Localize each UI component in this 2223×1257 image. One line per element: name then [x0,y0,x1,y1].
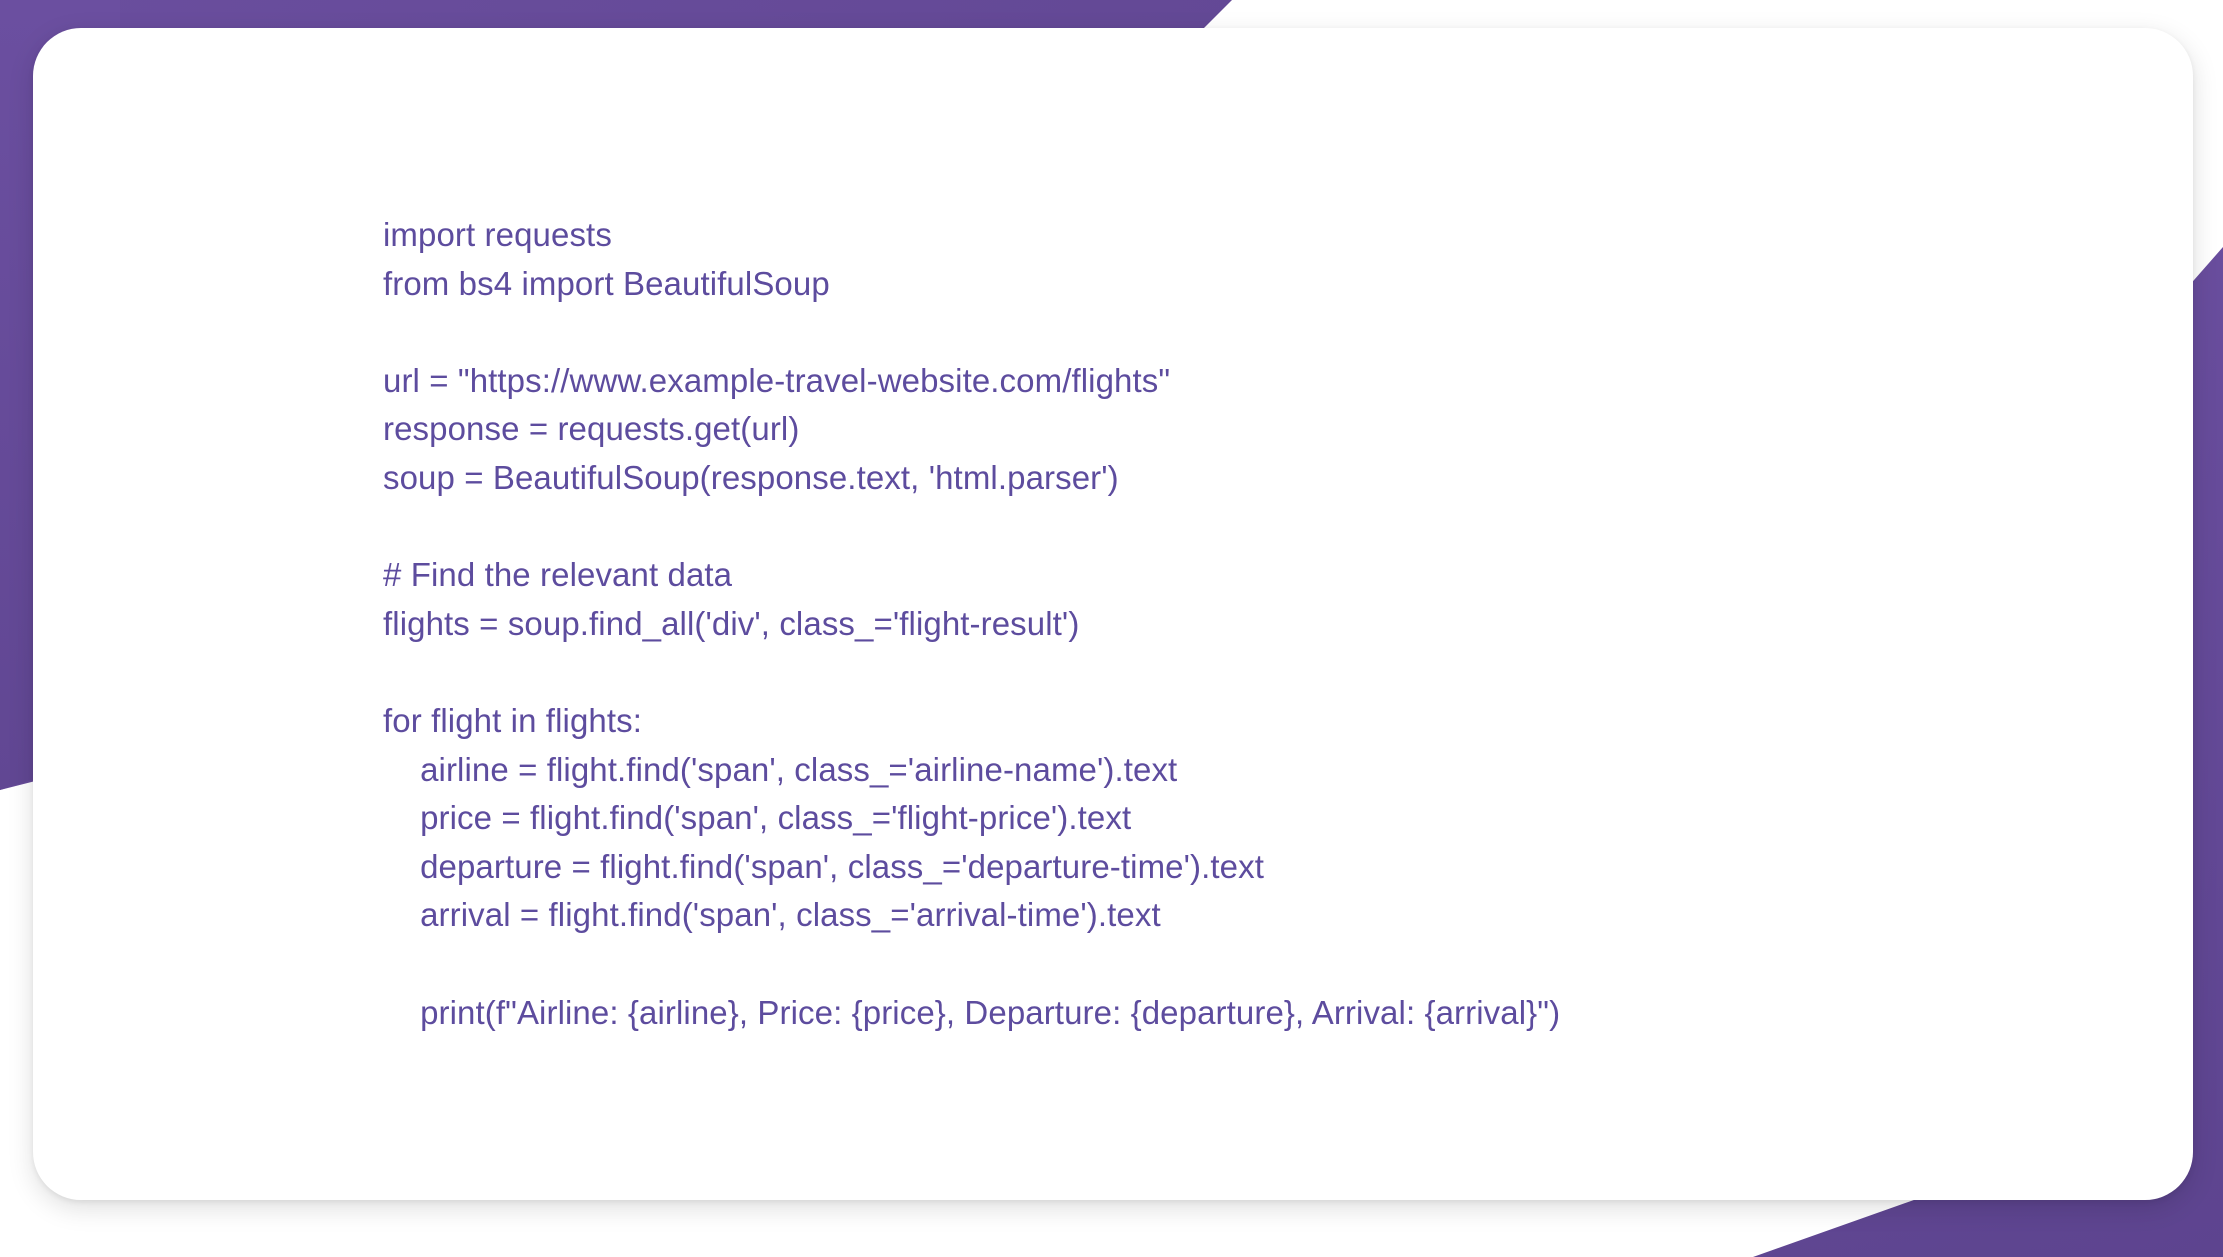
code-line-blank [383,940,1560,989]
code-line: response = requests.get(url) [383,410,800,448]
code-line: from bs4 import BeautifulSoup [383,264,830,302]
code-line: airline = flight.find('span', class_='ai… [383,750,1178,788]
code-line: departure = flight.find('span', class_='… [383,847,1264,885]
code-line: url = "https://www.example-travel-websit… [383,361,1171,399]
code-line: arrival = flight.find('span', class_='ar… [383,896,1161,934]
code-line: import requests [383,216,612,253]
code-line: print(f"Airline: {airline}, Price: {pric… [383,993,1561,1031]
code-line: for flight in flights: [383,701,642,739]
code-line: flights = soup.find_all('div', class_='f… [383,604,1080,642]
code-line: soup = BeautifulSoup(response.text, 'htm… [383,458,1119,496]
code-line-blank [383,648,1560,697]
content-card: import requests from bs4 import Beautiful… [33,28,2193,1200]
code-line-blank [383,503,1560,552]
code-line: # Find the relevant data [383,556,733,594]
code-line-blank [383,308,1560,357]
code-block: import requests from bs4 import Beautiful… [383,211,1560,1037]
code-line: price = flight.find('span', class_='flig… [383,799,1132,837]
